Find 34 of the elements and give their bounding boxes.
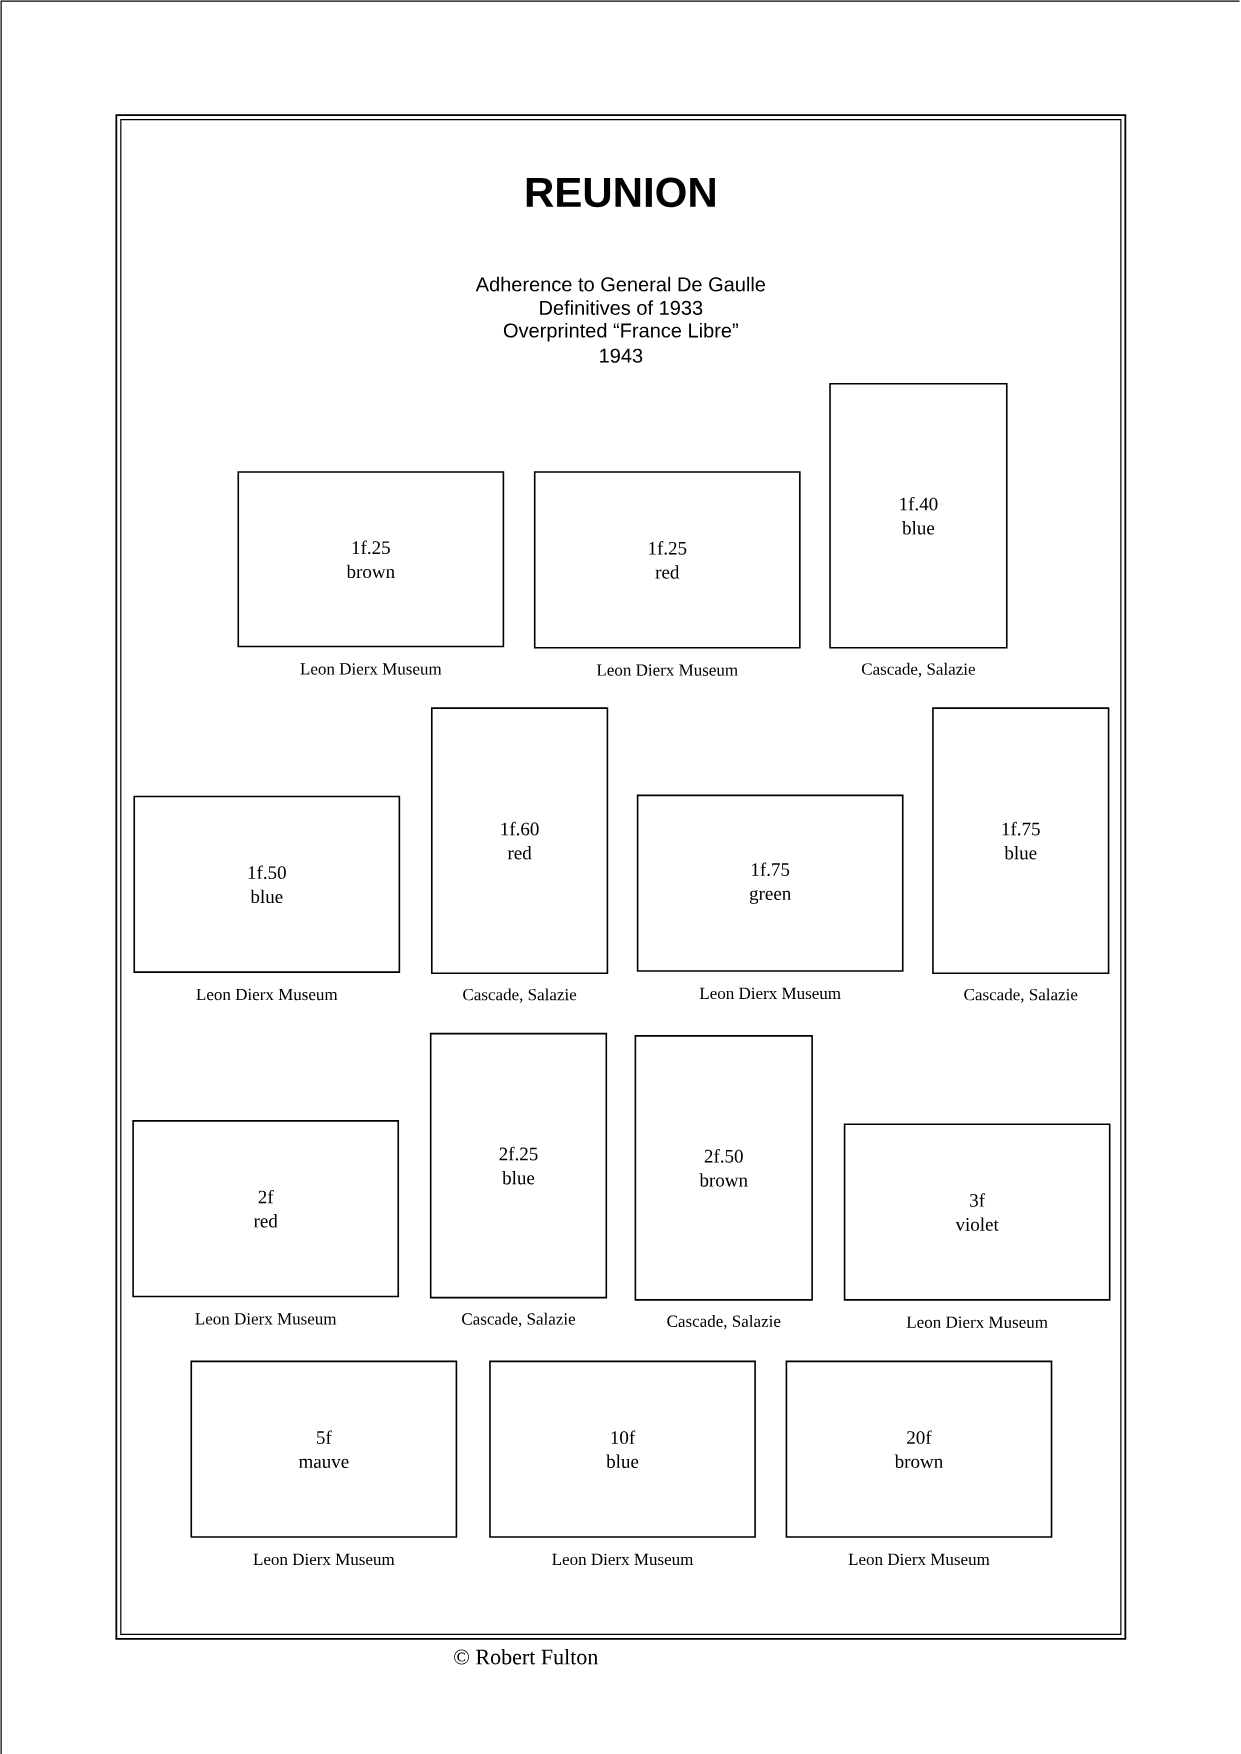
stamp-box: 2f.50 brown	[634, 1035, 814, 1301]
copyright-notice: © Robert Fulton	[454, 1648, 599, 1665]
stamp-caption: Cascade, Salazie	[964, 988, 1078, 1003]
stamp-box: 1f.25 red	[534, 471, 801, 649]
stamp-box: 1f.25 brown	[237, 471, 505, 648]
stamp-caption: Cascade, Salazie	[862, 662, 976, 678]
subtitle-line: Definitives of 1933	[540, 300, 703, 315]
stamp-caption: Leon Dierx Museum	[597, 664, 739, 676]
subtitle-line: Overprinted “France Libre”	[504, 322, 739, 342]
stamp-box: 2f red	[132, 1120, 400, 1298]
stamp-box: 2f.25 blue	[430, 1032, 608, 1299]
stamp-caption: Leon Dierx Museum	[196, 988, 338, 1001]
subtitle-line: Adherence to General De Gaulle	[475, 276, 766, 292]
page-title: REUNION	[527, 177, 716, 208]
stamp-box: 1f.40 blue	[829, 382, 1008, 649]
stamp-box: 1f.50 blue	[133, 795, 401, 973]
stamp-caption: Leon Dierx Museum	[907, 1316, 1048, 1328]
stamp-caption: Leon Dierx Museum	[253, 1553, 395, 1566]
stamp-caption: Leon Dierx Museum	[700, 987, 841, 1000]
stamp-box: 20f brown	[785, 1360, 1053, 1538]
stamp-caption: Leon Dierx Museum	[552, 1553, 694, 1566]
stamp-box: 5f mauve	[190, 1360, 458, 1538]
stamp-box: 1f.75 green	[637, 794, 904, 972]
stamp-caption: Leon Dierx Museum	[195, 1313, 337, 1325]
stamp-caption: Leon Dierx Museum	[848, 1553, 990, 1566]
subtitle-line: 1943	[600, 348, 643, 363]
stamp-caption: Cascade, Salazie	[463, 988, 577, 1003]
stamp-caption: Cascade, Salazie	[462, 1312, 576, 1328]
stamp-box: 10f blue	[489, 1360, 757, 1538]
stamp-box: 1f.75 blue	[932, 707, 1110, 974]
stamp-box: 3f violet	[844, 1123, 1111, 1301]
stamp-caption: Leon Dierx Museum	[300, 663, 442, 675]
stamp-caption: Cascade, Salazie	[667, 1315, 781, 1330]
stamp-box: 1f.60 red	[431, 707, 609, 974]
